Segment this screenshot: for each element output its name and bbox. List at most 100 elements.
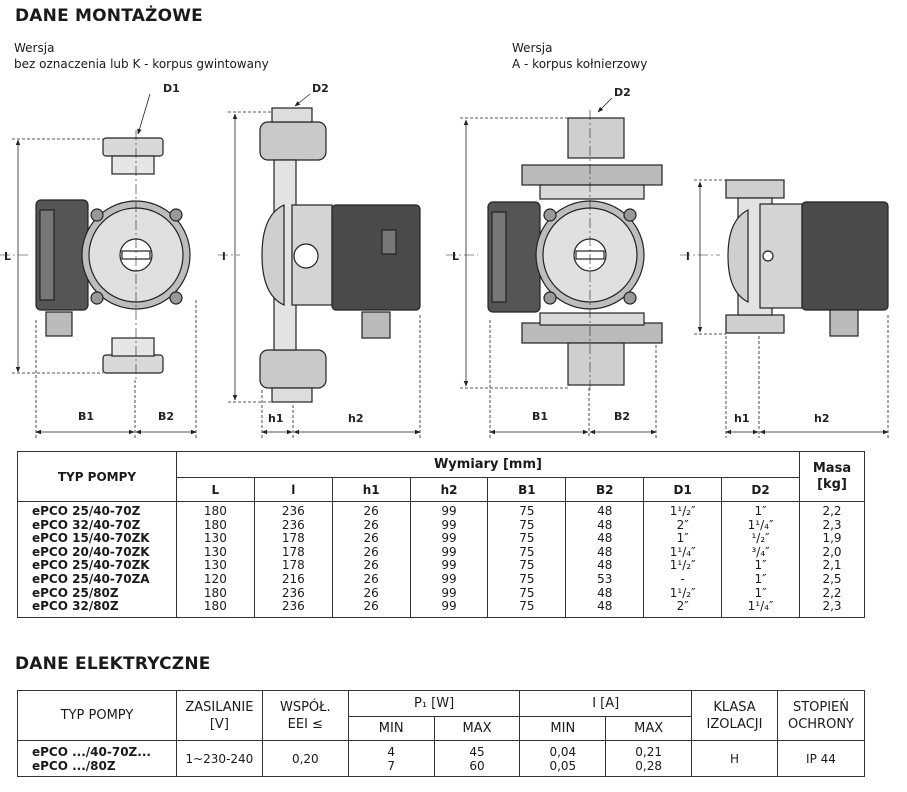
elec-row-names: ePCO .../40-70Z... ePCO .../80Z: [17, 740, 177, 777]
table-cell-L: 130: [203, 531, 227, 546]
dimensions-table: TYP POMPY Wymiary [mm] Masa [kg] L l h1 …: [17, 451, 865, 618]
table-cell-L: 180: [203, 585, 227, 600]
section-title-electrical: DANE ELEKTRYCZNE: [15, 654, 211, 674]
elec-row-eei: 0,20: [261, 740, 349, 777]
table-cell-B2: 48: [597, 599, 613, 614]
version-left-caption: Wersja bez oznaczenia lub K - korpus gwi…: [14, 40, 269, 72]
table-cell-h1: 26: [363, 504, 379, 518]
version-right-line1: Wersja: [512, 41, 553, 55]
table-cell-l: 178: [281, 558, 305, 573]
electrical-table: TYP POMPY ZASILANIE [V] WSPÓŁ. EEI ≤ P₁ …: [17, 690, 866, 777]
header-col-L: L: [175, 477, 255, 502]
table-cell-B1: 75: [519, 571, 535, 586]
table-cell-h1: 26: [363, 585, 379, 600]
table-cell-l: 178: [281, 531, 305, 546]
header-mass-line1: Masa: [812, 460, 852, 476]
elec-header-supply-line2: [V]: [209, 716, 229, 732]
table-cell-h2: 99: [441, 571, 457, 586]
header-col-B2: B2: [565, 477, 645, 502]
elec-p1-min-2: 7: [387, 758, 395, 773]
header-col-h2: h2: [409, 477, 489, 502]
table-cell-B1: 75: [519, 599, 535, 614]
dim-label-b1-left: B1: [78, 410, 94, 423]
table-cell-B1: 75: [519, 585, 535, 600]
table-row-name: ePCO 32/80Z: [32, 599, 119, 614]
table-cell-mass: 2,3: [822, 517, 842, 532]
elec-header-i-max: MAX: [605, 716, 693, 741]
table-cell-D1: -: [680, 571, 685, 586]
elec-header-class-line1: KLASA: [713, 699, 756, 715]
elec-row-p1-min: 4 7: [347, 740, 435, 777]
table-row-name: ePCO 20/40-70ZK: [32, 544, 150, 559]
section-title-mounting: DANE MONTAŻOWE: [15, 6, 203, 26]
table-cell-D1: 1¹/₂″: [669, 504, 696, 518]
table-cell-L: 130: [203, 558, 227, 573]
dim-label-b2-right: B2: [614, 410, 630, 423]
header-mass: Masa [kg]: [799, 451, 865, 502]
table-cell-D1: 2″: [676, 517, 689, 532]
table-cell-D1: 1″: [676, 531, 689, 546]
table-cell-B2: 48: [597, 544, 613, 559]
table-cell-D2: 1″: [754, 558, 767, 573]
table-cell-D2: 1″: [754, 585, 767, 600]
version-right-line2: A - korpus kołnierzowy: [512, 57, 648, 71]
table-cell-D1: 1¹/₂″: [669, 558, 696, 573]
table-row-name: ePCO 25/40-70ZA: [32, 571, 150, 586]
table-cell-h2: 99: [441, 585, 457, 600]
pump-drawings: D1 D2 D2 L l L l B1 B2 h1 h2 B1 B2 h1 h2: [0, 82, 889, 438]
drawing-side-threaded: [259, 107, 421, 403]
elec-row-supply: 1~230-240: [175, 740, 263, 777]
dim-label-b1-right: B1: [532, 410, 548, 423]
col-D2-values: 1″1¹/₄″¹/₂″³/₄″1″1″1″1¹/₄″: [721, 501, 800, 618]
elec-i-min-1: 0,04: [549, 744, 577, 759]
table-cell-D1: 2″: [676, 599, 689, 614]
elec-header-current: I [A]: [519, 690, 693, 717]
elec-i-max-1: 0,21: [635, 744, 662, 759]
header-pump-type: TYP POMPY: [17, 451, 177, 502]
table-cell-L: 180: [203, 504, 227, 518]
elec-row-i-max: 0,21 0,28: [605, 740, 693, 777]
dim-label-h2-left: h2: [348, 412, 364, 425]
header-col-h1: h1: [331, 477, 411, 502]
table-cell-l: 236: [281, 585, 305, 600]
table-cell-L: 130: [203, 544, 227, 559]
table-cell-D1: 1¹/₄″: [669, 544, 696, 559]
table-cell-h2: 99: [441, 531, 457, 546]
table-cell-B2: 48: [597, 504, 613, 518]
elec-row-i-min: 0,04 0,05: [519, 740, 607, 777]
table-cell-B2: 48: [597, 585, 613, 600]
elec-header-p1-min: MIN: [347, 716, 435, 741]
version-left-line1: Wersja: [14, 41, 55, 55]
elec-header-i-min: MIN: [519, 716, 607, 741]
elec-header-p1-max: MAX: [433, 716, 521, 741]
elec-header-supply: ZASILANIE [V]: [175, 690, 263, 741]
elec-header-ip-line1: STOPIEŃ: [792, 699, 849, 715]
elec-header-eei: WSPÓŁ. EEI ≤: [261, 690, 349, 741]
table-cell-mass: 2,3: [822, 599, 842, 614]
elec-header-pump-type: TYP POMPY: [17, 690, 177, 741]
table-cell-h2: 99: [441, 544, 457, 559]
table-cell-h1: 26: [363, 531, 379, 546]
table-cell-B1: 75: [519, 504, 535, 518]
elec-row-name-2: ePCO .../80Z: [32, 758, 116, 773]
table-cell-B2: 48: [597, 531, 613, 546]
table-cell-D2: 1″: [754, 504, 767, 518]
table-cell-l: 178: [281, 544, 305, 559]
header-col-l: l: [253, 477, 333, 502]
elec-p1-max-2: 60: [469, 758, 485, 773]
table-cell-l: 216: [281, 571, 305, 586]
table-cell-h1: 26: [363, 544, 379, 559]
table-cell-mass: 2,2: [822, 585, 842, 600]
table-cell-L: 180: [203, 599, 227, 614]
header-col-B1: B1: [487, 477, 567, 502]
dim-label-b2-left: B2: [158, 410, 174, 423]
dim-label-l-1: L: [4, 250, 11, 263]
table-cell-h1: 26: [363, 571, 379, 586]
table-cell-h1: 26: [363, 558, 379, 573]
table-row-name: ePCO 25/40-70ZK: [32, 558, 150, 573]
elec-header-protection: STOPIEŃ OCHRONY: [776, 690, 866, 741]
table-cell-l: 236: [281, 599, 305, 614]
